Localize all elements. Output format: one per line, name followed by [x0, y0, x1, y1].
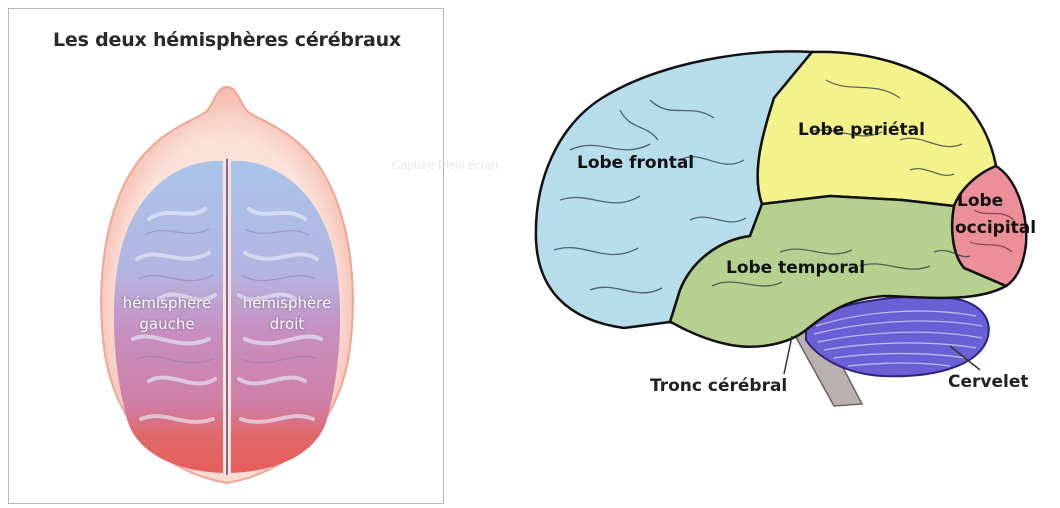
top-view-panel: Les deux hémisphères cérébraux hémisphèr…: [8, 8, 444, 504]
watermark-text: Capture Plein écran: [392, 158, 498, 172]
left-hemisphere-label-line1: hémisphère: [109, 293, 225, 314]
occipital-lobe-label-line2: occipital: [955, 218, 1036, 238]
left-hemisphere-label: hémisphère gauche: [109, 293, 225, 335]
brainstem-label: Tronc cérébral: [650, 376, 787, 396]
diagram-title: Les deux hémisphères cérébraux: [9, 29, 445, 51]
right-hemisphere-label-line1: hémisphère: [229, 293, 345, 314]
brain-top-view-illustration: [9, 9, 445, 505]
right-hemisphere-label: hémisphère droit: [229, 293, 345, 335]
parietal-lobe-label: Lobe pariétal: [798, 120, 925, 140]
cerebellum-label: Cervelet: [948, 372, 1028, 392]
right-hemisphere-label-line2: droit: [229, 314, 345, 335]
temporal-lobe-label: Lobe temporal: [726, 258, 865, 278]
left-hemisphere-label-line2: gauche: [109, 314, 225, 335]
occipital-lobe-label-line1: Lobe: [957, 191, 1003, 211]
frontal-lobe-label: Lobe frontal: [577, 153, 694, 173]
